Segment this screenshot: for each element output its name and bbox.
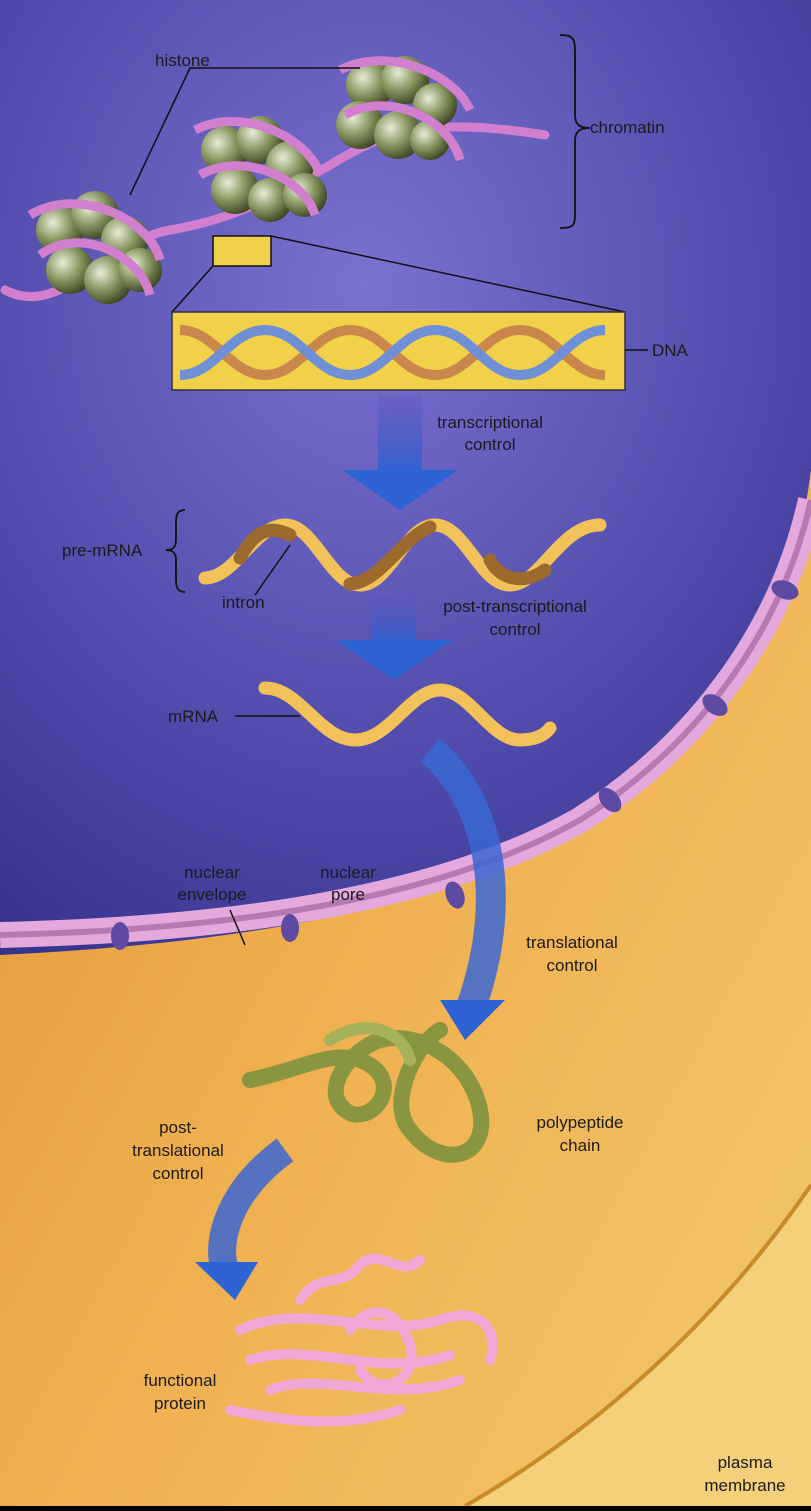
nuclear-envelope-label-line2: envelope: [177, 885, 246, 904]
post-transcriptional-control-label-line1: post-transcriptional: [443, 597, 587, 616]
post-translational-control-label-line1: post-: [159, 1118, 197, 1137]
translational-control-label-line1: translational: [526, 933, 618, 952]
polypeptide-chain-label-line1: polypeptide: [537, 1113, 624, 1132]
dna-panel: [172, 312, 625, 390]
nuclear-pore-label-line2: pore: [331, 885, 365, 904]
translational-control-label-line2: control: [546, 956, 597, 975]
mrna-label: mRNA: [168, 707, 219, 726]
nuclear-pore-label-line1: nuclear: [320, 863, 376, 882]
post-translational-control-label-line2: translational: [132, 1141, 224, 1160]
functional-protein-label-line2: protein: [154, 1394, 206, 1413]
nuclear-envelope-label-line1: nuclear: [184, 863, 240, 882]
chromatin-label: chromatin: [590, 118, 665, 137]
transcriptional-control-label-line2: control: [464, 435, 515, 454]
functional-protein-label-line1: functional: [144, 1371, 217, 1390]
intron-label: intron: [222, 593, 265, 612]
post-translational-control-label-line3: control: [152, 1164, 203, 1183]
plasma-membrane-label-line1: plasma: [718, 1453, 773, 1472]
histone-label: histone: [155, 51, 210, 70]
dna-zoom-marker: [213, 236, 271, 266]
transcriptional-control-label-line1: transcriptional: [437, 413, 543, 432]
post-transcriptional-control-label-line2: control: [489, 620, 540, 639]
polypeptide-chain-label-line2: chain: [560, 1136, 601, 1155]
pre-mrna-label: pre-mRNA: [62, 541, 143, 560]
dna-label: DNA: [652, 341, 689, 360]
plasma-membrane-label-line2: membrane: [704, 1476, 785, 1495]
